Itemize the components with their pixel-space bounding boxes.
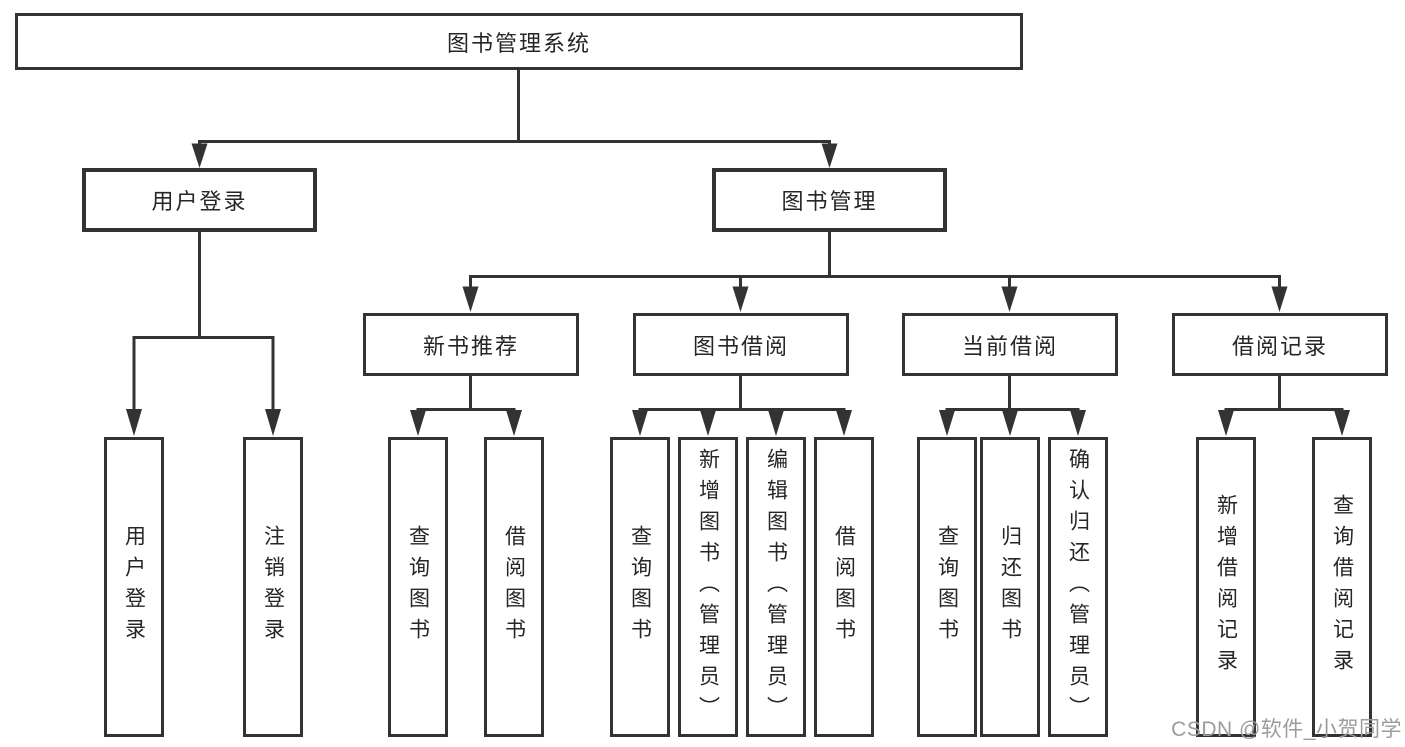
leaf-recommend-query-book-label: 查询图书 <box>406 525 430 649</box>
node-borrow-record-label: 借阅记录 <box>1231 333 1328 359</box>
arrowhead <box>191 143 208 168</box>
leaf-current-query-book: 查询图书 <box>917 437 977 737</box>
leaf-borrow-add-book-admin: 新增图书（管理员） <box>678 437 738 737</box>
leaf-borrow-edit-book-admin: 编辑图书（管理员） <box>746 437 806 737</box>
node-user-login: 用户登录 <box>82 168 317 232</box>
leaf-current-return-book-label: 归还图书 <box>998 525 1022 649</box>
connector-borrow-to-leaves <box>632 376 852 436</box>
arrowhead <box>1002 410 1018 436</box>
leaf-borrow-query-book-label: 查询图书 <box>628 525 652 649</box>
leaf-borrow-add-book-admin-label: 新增图书（管理员） <box>696 447 720 727</box>
leaf-borrow-edit-book-admin-label: 编辑图书（管理员） <box>764 447 788 727</box>
node-root: 图书管理系统 <box>15 13 1023 70</box>
leaf-current-return-book: 归还图书 <box>980 437 1040 737</box>
arrowhead <box>1334 410 1350 436</box>
arrowhead <box>732 286 749 312</box>
leaf-recommend-borrow-book-label: 借阅图书 <box>502 525 526 649</box>
leaf-logout-login: 注销登录 <box>243 437 303 737</box>
arrowhead <box>462 286 479 312</box>
arrowhead <box>768 410 784 436</box>
node-new-book-recommend: 新书推荐 <box>363 313 579 376</box>
watermark: CSDN @软件_小贺同学 <box>1171 718 1402 741</box>
leaf-logout-login-label: 注销登录 <box>261 525 285 649</box>
arrowhead <box>506 410 522 436</box>
leaf-current-query-book-label: 查询图书 <box>935 525 959 649</box>
leaf-borrow-borrow-book-label: 借阅图书 <box>832 525 856 649</box>
leaf-borrow-query-book: 查询图书 <box>610 437 670 737</box>
node-user-login-label: 用户登录 <box>151 189 248 214</box>
leaf-record-add-borrow-record-label: 新增借阅记录 <box>1214 494 1238 680</box>
node-current-borrow-label: 当前借阅 <box>961 333 1058 359</box>
leaf-recommend-borrow-book: 借阅图书 <box>484 437 544 737</box>
node-borrow-record: 借阅记录 <box>1172 313 1388 376</box>
arrowhead <box>410 410 426 436</box>
node-current-borrow: 当前借阅 <box>902 313 1118 376</box>
leaf-borrow-borrow-book: 借阅图书 <box>814 437 874 737</box>
connector-book-mgmt-to-level3 <box>462 232 1288 312</box>
connector-record-to-leaves <box>1218 376 1350 436</box>
node-new-book-recommend-label: 新书推荐 <box>422 333 519 359</box>
arrowhead <box>265 409 281 436</box>
node-book-management: 图书管理 <box>712 168 947 232</box>
arrowhead <box>126 409 142 436</box>
arrowhead <box>1218 410 1234 436</box>
connector-current-to-leaves <box>939 376 1086 436</box>
arrowhead <box>836 410 852 436</box>
connector-recommend-to-leaves <box>410 376 522 436</box>
leaf-recommend-query-book: 查询图书 <box>388 437 448 737</box>
node-root-label: 图书管理系统 <box>446 30 591 56</box>
connector-root-to-level2 <box>191 70 838 168</box>
arrowhead <box>1070 410 1086 436</box>
arrowhead <box>821 143 838 168</box>
arrowhead <box>700 410 716 436</box>
arrowhead <box>939 410 955 436</box>
leaf-current-confirm-return-admin: 确认归还（管理员） <box>1048 437 1108 737</box>
leaf-record-query-borrow-record: 查询借阅记录 <box>1312 437 1372 737</box>
leaf-user-login-label: 用户登录 <box>122 525 146 649</box>
leaf-user-login: 用户登录 <box>104 437 164 737</box>
leaf-record-add-borrow-record: 新增借阅记录 <box>1196 437 1256 737</box>
arrowhead <box>1001 286 1018 312</box>
arrowhead <box>632 410 648 436</box>
node-book-borrow: 图书借阅 <box>633 313 849 376</box>
connector-user-login-to-leaves <box>126 232 281 436</box>
leaf-record-query-borrow-record-label: 查询借阅记录 <box>1330 494 1354 680</box>
node-book-borrow-label: 图书借阅 <box>692 333 789 359</box>
arrowhead <box>1271 286 1288 312</box>
node-book-management-label: 图书管理 <box>781 189 878 214</box>
leaf-current-confirm-return-admin-label: 确认归还（管理员） <box>1066 447 1090 727</box>
